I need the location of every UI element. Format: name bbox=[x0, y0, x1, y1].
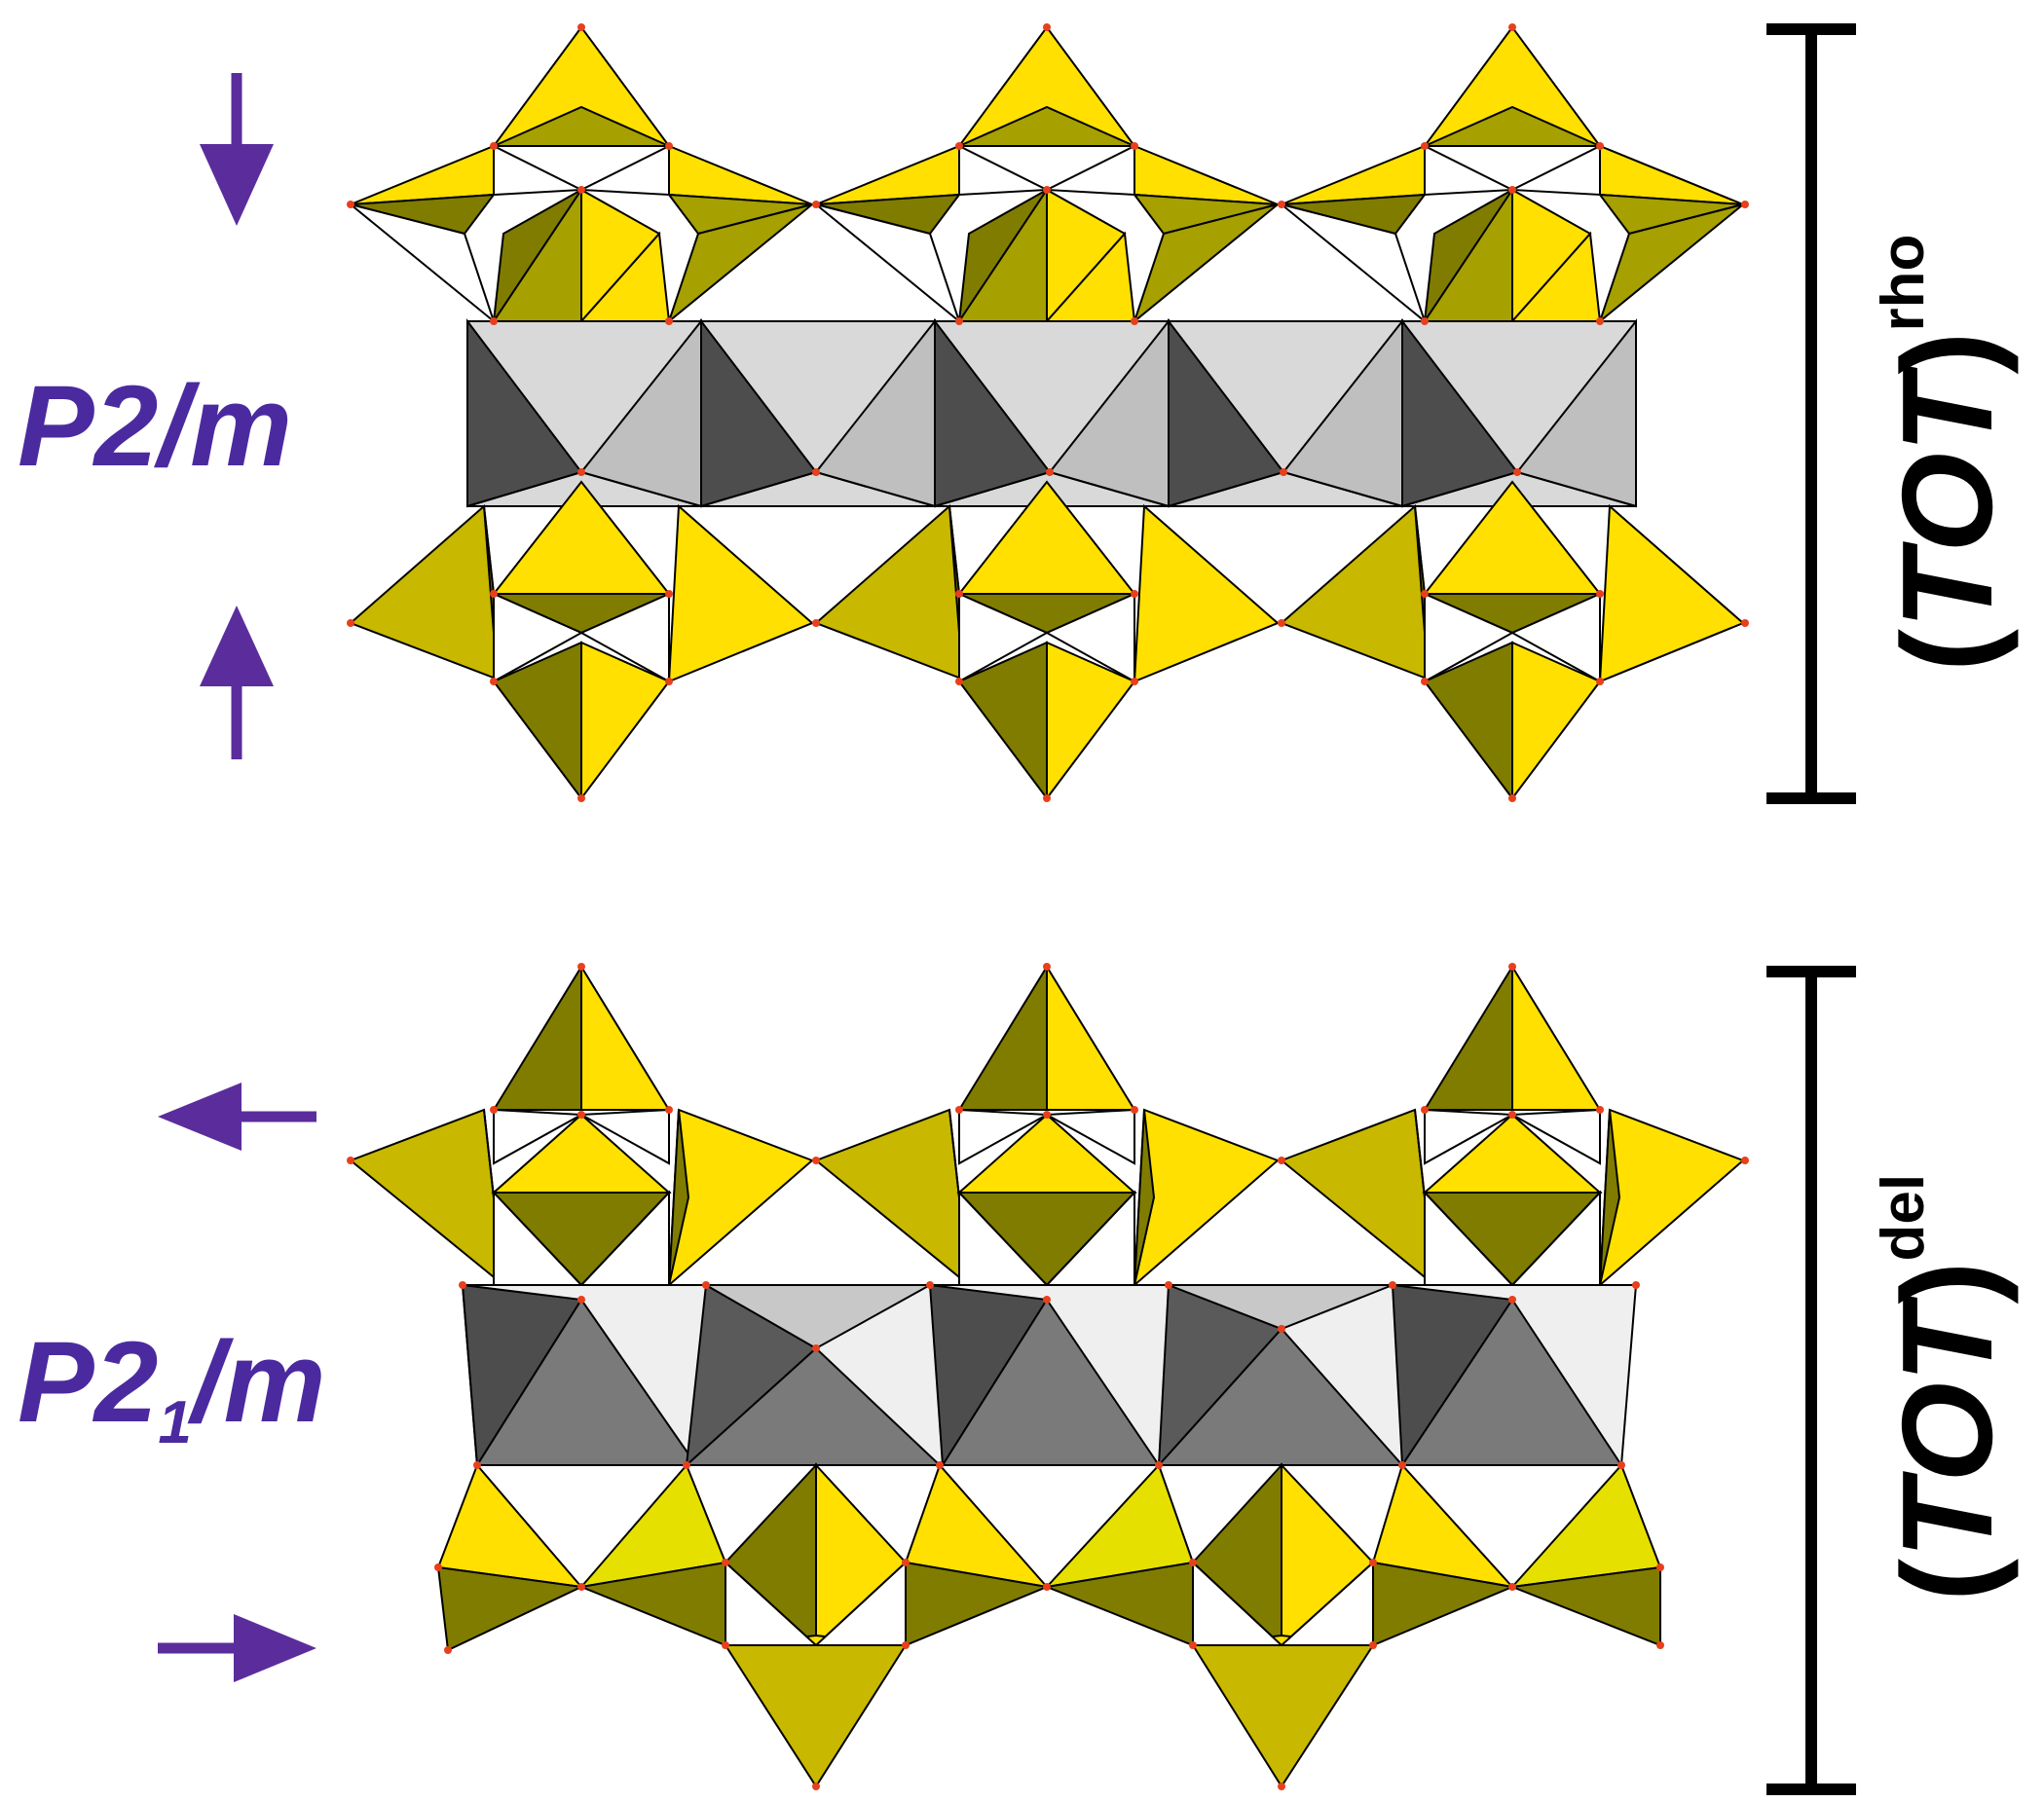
layer-thickness-bar-del bbox=[1766, 966, 1856, 1795]
space-group-label-del: P21/m bbox=[18, 1318, 326, 1456]
panel-del: P21/m (TOT)del bbox=[18, 963, 2019, 1795]
arrow-down-icon bbox=[200, 73, 274, 226]
space-group-label-rho: P2/m bbox=[18, 362, 292, 491]
oxygen-atoms-del bbox=[347, 963, 1749, 1790]
layer-label-del: (TOT)del bbox=[1870, 1174, 2019, 1601]
octahedral-sheet-del bbox=[461, 1283, 1638, 1469]
upper-tetrahedral-sheet-rho bbox=[350, 25, 1744, 324]
arrow-up-icon bbox=[200, 606, 274, 759]
lower-tetrahedral-sheet-del bbox=[436, 1462, 1662, 1788]
arrow-left-icon bbox=[158, 1083, 316, 1151]
arrow-right-icon bbox=[158, 1614, 316, 1682]
lower-tetrahedral-sheet-rho bbox=[349, 480, 1745, 801]
layer-thickness-bar-rho bbox=[1766, 23, 1856, 804]
panel-rho: P2/m (TOT)rho bbox=[18, 23, 2019, 804]
octahedral-sheet-rho bbox=[466, 318, 1637, 508]
oxygen-atoms-rho bbox=[347, 23, 1749, 802]
layer-label-rho: (TOT)rho bbox=[1870, 235, 2019, 672]
upper-tetrahedral-sheet-del bbox=[349, 963, 1745, 1288]
